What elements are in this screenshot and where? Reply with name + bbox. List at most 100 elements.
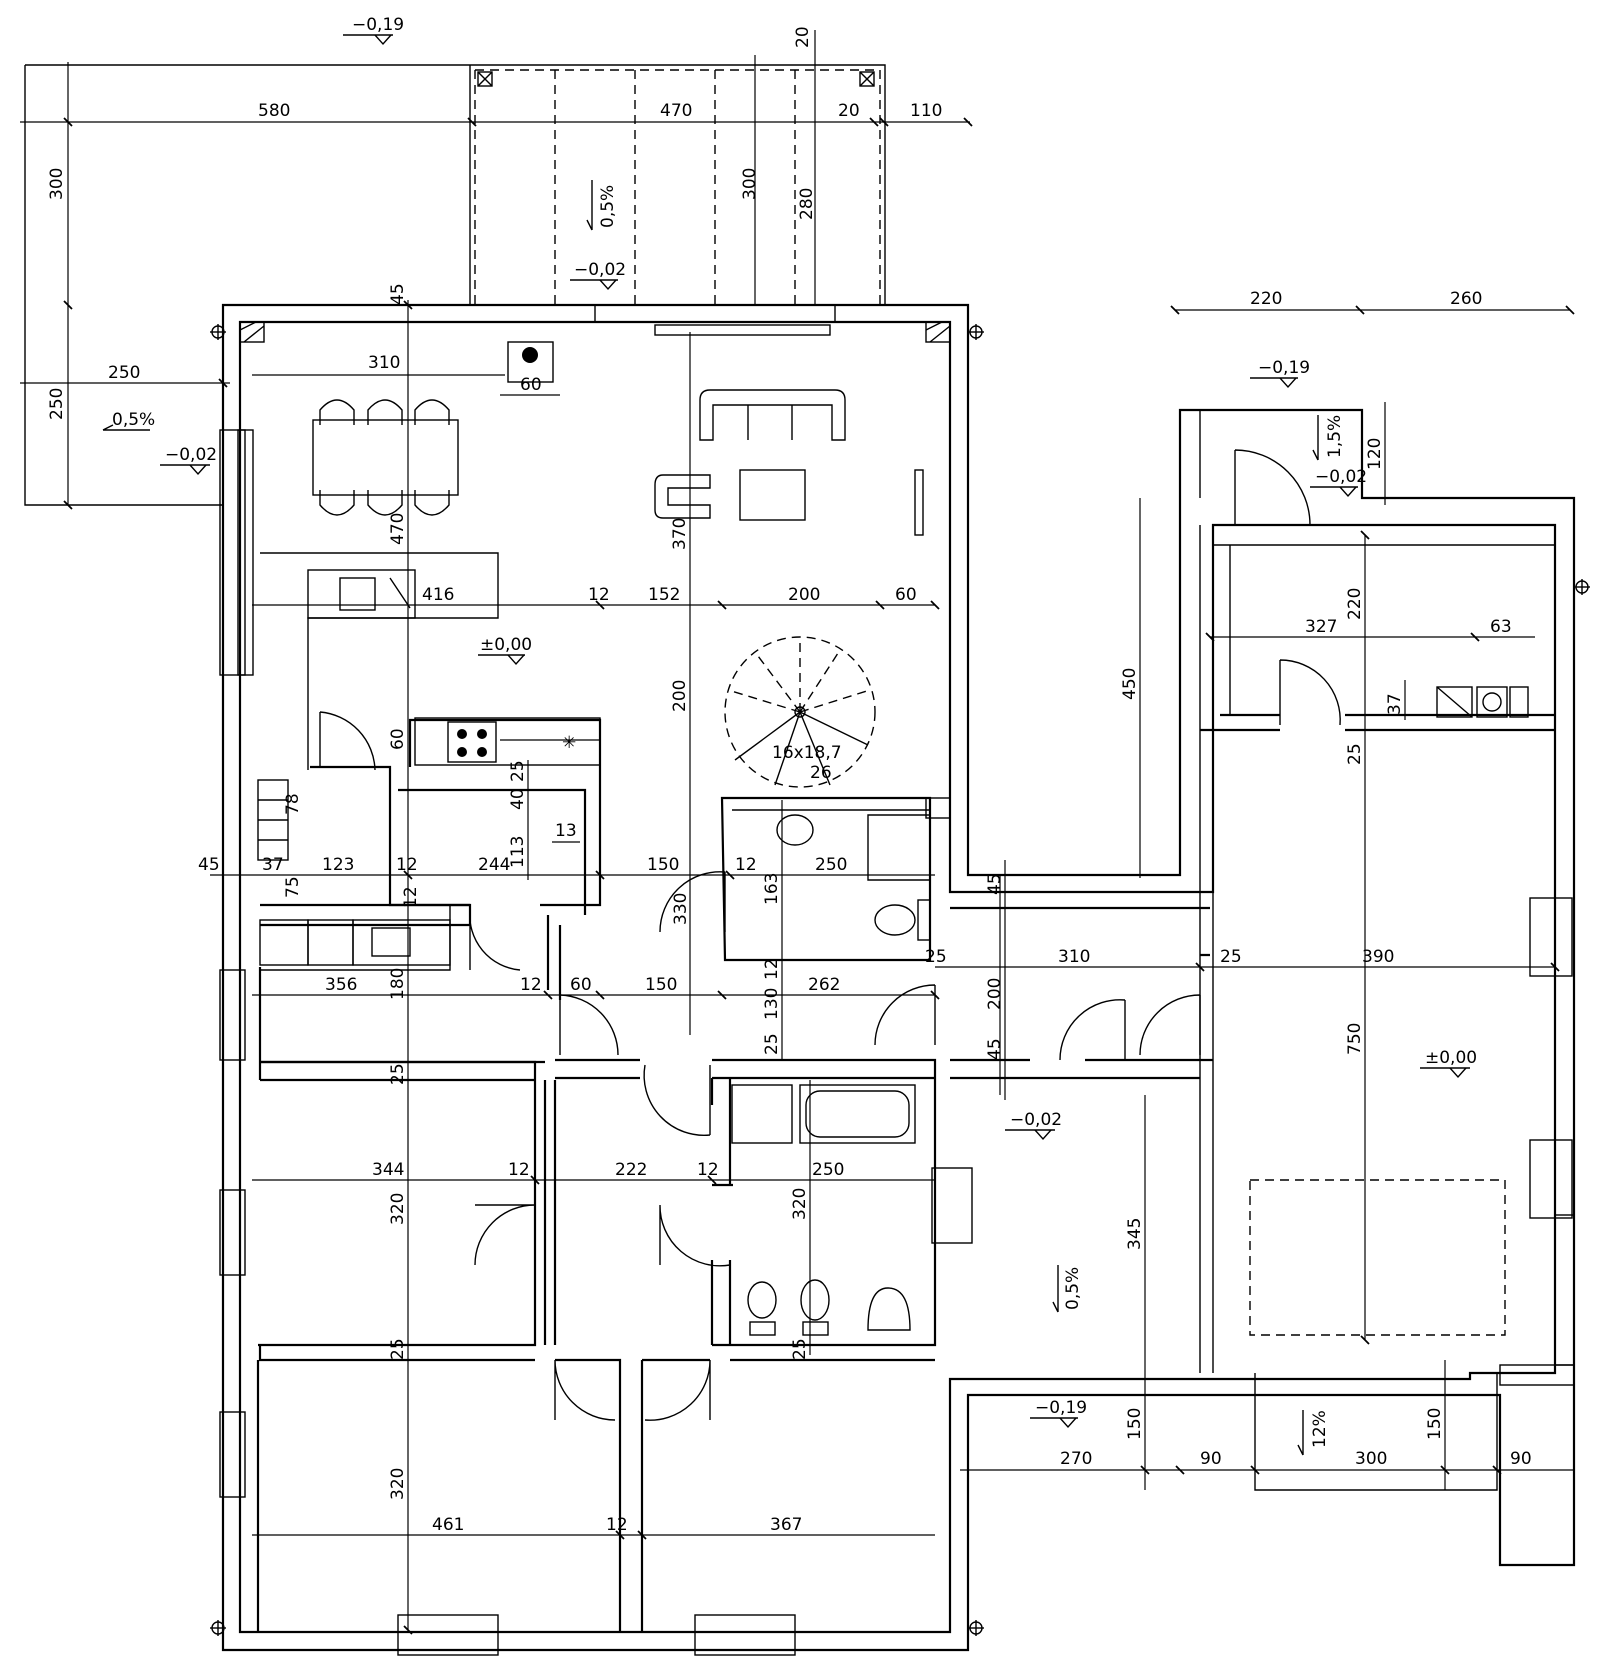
dim-label: 222 xyxy=(615,1160,647,1180)
dim-label: 220 xyxy=(1250,289,1282,309)
dim-label: 63 xyxy=(1490,617,1512,637)
slope-terrace: 0,5% xyxy=(586,180,618,231)
dim-label: 123 xyxy=(322,855,354,875)
dim-label: 367 xyxy=(770,1515,802,1535)
svg-text:12%: 12% xyxy=(1310,1410,1330,1448)
dim-label: 300 xyxy=(47,168,67,200)
dimension-ticks xyxy=(63,117,1575,1635)
dim-label: 130 xyxy=(762,988,782,1020)
dimension-lines xyxy=(20,30,1575,1630)
dim-label: 470 xyxy=(660,101,692,121)
svg-text:1,5%: 1,5% xyxy=(1325,415,1345,458)
svg-text:±0,00: ±0,00 xyxy=(480,635,532,655)
dim-label: 260 xyxy=(1450,289,1482,309)
dim-label: 750 xyxy=(1345,1023,1365,1055)
dim-label: 200 xyxy=(985,978,1005,1010)
stair-step-label: 16x18,7 xyxy=(772,743,842,763)
level-marks: −0,19 −0,02 −0,02 ±0,00 −0,19 −0,02 ±0,0… xyxy=(160,15,1477,1429)
dining-table xyxy=(312,419,459,496)
level-mark-garage: ±0,00 xyxy=(1420,1048,1477,1079)
dim-label: 25 xyxy=(1220,947,1242,967)
dim-label: 20 xyxy=(793,26,813,48)
dim-label: 344 xyxy=(372,1160,404,1180)
dim-label: 90 xyxy=(1200,1449,1222,1469)
slope-carport: 0,5% xyxy=(1052,1265,1083,1313)
level-mark-west-step: −0,02 xyxy=(160,445,217,476)
dim-label: 320 xyxy=(388,1468,408,1500)
dimension-labels: 580 470 20 110 20 300 300 280 45 310 60 … xyxy=(47,26,1532,1535)
dim-label: 180 xyxy=(388,968,408,1000)
dim-label: 45 xyxy=(388,283,408,305)
dim-label: 12 xyxy=(697,1160,719,1180)
dim-label: 262 xyxy=(808,975,840,995)
svg-text:−0,19: −0,19 xyxy=(352,15,404,35)
dim-label: 20 xyxy=(838,101,860,121)
dim-label: 45 xyxy=(985,1038,1005,1060)
dim-label: 250 xyxy=(815,855,847,875)
dim-label: 270 xyxy=(1060,1449,1092,1469)
dim-label: 45 xyxy=(198,855,220,875)
svg-text:−0,19: −0,19 xyxy=(1258,358,1310,378)
dim-label: 13 xyxy=(555,821,577,841)
dim-label: 345 xyxy=(1125,1218,1145,1250)
dim-label: 90 xyxy=(1510,1449,1532,1469)
tv xyxy=(914,469,924,536)
dim-label: 150 xyxy=(647,855,679,875)
svg-text:−0,02: −0,02 xyxy=(1010,1110,1062,1130)
dim-label: 120 xyxy=(1365,438,1385,470)
dim-label: 163 xyxy=(762,873,782,905)
dim-label: 113 xyxy=(508,836,528,868)
dim-label: 300 xyxy=(740,168,760,200)
wc-upper xyxy=(874,899,931,941)
svg-text:✳: ✳ xyxy=(562,733,576,753)
dim-label: 60 xyxy=(570,975,592,995)
dim-label: 60 xyxy=(895,585,917,605)
dim-label: 390 xyxy=(1362,947,1394,967)
dim-label: 461 xyxy=(432,1515,464,1535)
chimney xyxy=(522,347,538,363)
dim-label: 12 xyxy=(735,855,757,875)
dim-label: 320 xyxy=(388,1193,408,1225)
dim-label: 280 xyxy=(797,188,817,220)
dim-label: 580 xyxy=(258,101,290,121)
doors xyxy=(319,449,1341,1421)
stair-width-label: 26 xyxy=(810,763,832,783)
dim-label: 250 xyxy=(47,388,67,420)
dim-label: 150 xyxy=(1425,1408,1445,1440)
dim-label: 150 xyxy=(645,975,677,995)
dim-label: 200 xyxy=(788,585,820,605)
dim-label: 40 xyxy=(508,788,528,810)
dim-label: 310 xyxy=(368,353,400,373)
dim-label: 450 xyxy=(1120,668,1140,700)
spiral-stair xyxy=(724,636,876,788)
dim-label: 78 xyxy=(283,793,303,815)
dim-label: 12 xyxy=(396,855,418,875)
svg-text:±0,00: ±0,00 xyxy=(1425,1048,1477,1068)
sink xyxy=(339,577,376,611)
level-mark-entry-floor: −0,02 xyxy=(1310,467,1367,498)
dim-label: 370 xyxy=(670,518,690,550)
grid-markers xyxy=(210,324,1590,1636)
dim-label: 25 xyxy=(790,1338,810,1360)
furniture: ✳ xyxy=(257,71,1529,1336)
svg-text:−0,02: −0,02 xyxy=(574,260,626,280)
dim-label: 250 xyxy=(812,1160,844,1180)
level-mark-terrace-top: −0,19 xyxy=(343,15,404,46)
dim-label: 250 xyxy=(108,363,140,383)
dim-label: 25 xyxy=(1345,743,1365,765)
cooktop-icon xyxy=(447,721,497,763)
dim-label: 25 xyxy=(762,1033,782,1055)
dim-label: 416 xyxy=(422,585,454,605)
dim-label: 12 xyxy=(508,1160,530,1180)
dim-label: 12 xyxy=(401,886,421,908)
wc-lower xyxy=(747,1281,777,1336)
dim-label: 327 xyxy=(1305,617,1337,637)
svg-text:0,5%: 0,5% xyxy=(598,185,618,228)
level-mark-entry-top: −0,19 xyxy=(1250,358,1310,389)
bidet xyxy=(800,1279,830,1336)
dim-label: 37 xyxy=(1385,693,1405,715)
dim-label: 356 xyxy=(325,975,357,995)
washbasin-lower xyxy=(867,1287,911,1331)
level-mark-living: ±0,00 xyxy=(478,635,532,666)
